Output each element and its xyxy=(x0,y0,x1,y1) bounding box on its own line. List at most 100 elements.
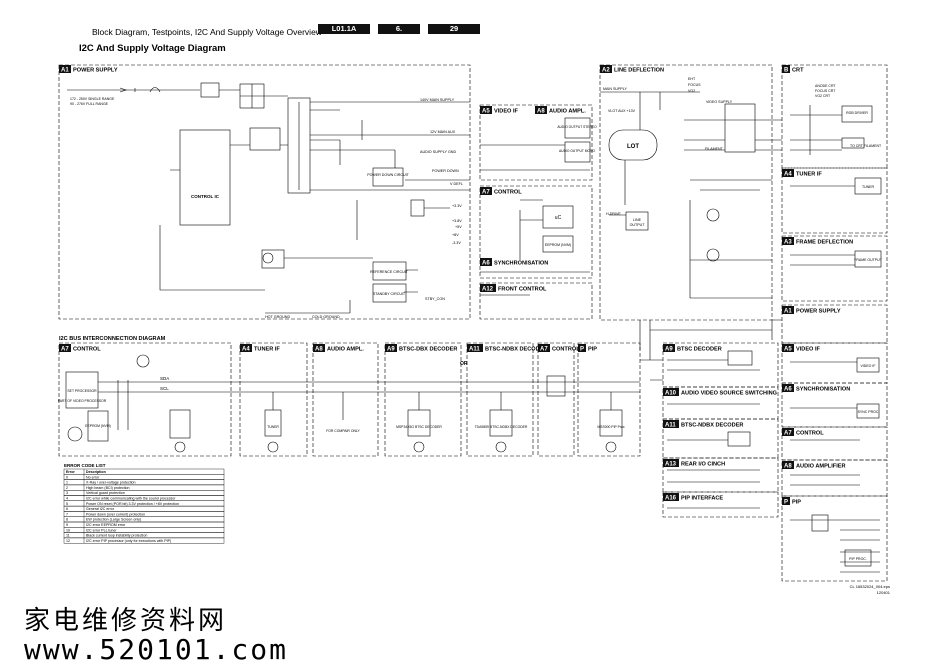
power-supply-tag-text: A1 xyxy=(61,67,69,73)
crt-tag xyxy=(782,65,790,73)
video-if-label: VIDEO IF xyxy=(494,108,519,114)
right-4-label: SYNCHRONISATION xyxy=(796,386,850,392)
front-control-label: FRONT CONTROL xyxy=(498,286,547,292)
i2c-scl: SCL xyxy=(160,386,169,391)
i2c-panel-4-tag xyxy=(467,344,483,352)
ps-block-0: CONTROL IC xyxy=(191,194,220,199)
i2c-panel-4-label: BTSC-NDBX DECODER xyxy=(485,346,547,352)
middle-2-tag-text: A11 xyxy=(665,422,676,428)
frame-front-control xyxy=(479,282,593,320)
middle-1-tag xyxy=(663,388,679,396)
error-table-row xyxy=(63,537,225,544)
frame-pip xyxy=(781,495,888,582)
error-code: 3 xyxy=(66,491,68,495)
right-block-7: PIP PROC. xyxy=(849,557,867,561)
i2c-panel-1-label: TUNER IF xyxy=(254,346,280,352)
ld-filament: FILAMENT xyxy=(705,147,724,151)
rail-10: STBY_CON xyxy=(425,297,445,301)
ld-aux: VLOT AUX +13V xyxy=(608,109,636,113)
ld-hdrive: H-DRIVE xyxy=(606,212,621,216)
right-7-label: PIP xyxy=(792,499,801,505)
right-3-tag xyxy=(782,344,794,352)
i2c-panel-6-label: PIP xyxy=(588,346,597,352)
power-supply-tag xyxy=(59,65,71,73)
error-desc: EW protection (Large Screen only) xyxy=(86,518,141,522)
ps-block-1: POWER DOWN CIRCUIT xyxy=(367,173,409,177)
i2c-chip-0-2: EEPROM (NVM) xyxy=(85,424,110,428)
i2c-panel-1-tag-text: A4 xyxy=(242,346,250,352)
error-desc: X-Ray / over-voltage protection xyxy=(86,481,136,485)
middle-0-tag xyxy=(663,344,675,352)
frame-power-supply-2 xyxy=(781,304,888,344)
ld-focus: FOCUS xyxy=(688,83,701,87)
rail-5: +3.3V xyxy=(452,204,462,208)
right-5-tag xyxy=(782,428,794,436)
right-6-tag xyxy=(782,461,794,469)
error-code: Error xyxy=(66,470,75,474)
error-table-title: ERROR CODE LIST xyxy=(64,463,106,468)
control-label: CONTROL xyxy=(494,189,522,195)
i2c-chip-1-0: TUNER xyxy=(267,425,279,429)
synchronisation-tag xyxy=(480,258,492,266)
power-supply-label: POWER SUPPLY xyxy=(73,67,118,73)
i2c-chip-0-1: PART OF VIDEO PROCESSOR xyxy=(58,399,107,403)
right-5-tag-text: A7 xyxy=(784,430,792,436)
mains-1: 90 - 276V FULL RANGE xyxy=(70,102,109,106)
synchronisation-label: SYNCHRONISATION xyxy=(494,260,548,266)
watermark-line1: 家电维修资料网 xyxy=(24,606,228,636)
audio-stereo: AUDIO OUTPUT STEREO xyxy=(557,125,597,129)
i2c-panel-2-tag xyxy=(313,344,325,352)
middle-0-label: BTSC DECODER xyxy=(677,346,722,352)
footer-date: 120401 xyxy=(877,590,891,595)
error-code: 0 xyxy=(66,475,68,479)
rail-2: AUDIO SUPPLY GND xyxy=(420,150,456,154)
ld-vg2: VG2 xyxy=(688,89,695,93)
i2c-or: OR xyxy=(460,361,468,367)
header-chapter: 6. xyxy=(378,24,420,34)
right-6-label: AUDIO AMPLIFIER xyxy=(796,463,846,469)
front-control-tag-text: A12 xyxy=(482,286,494,292)
rail-8: +8V xyxy=(452,233,459,237)
middle-1-tag-text: A10 xyxy=(665,390,677,396)
middle-4-tag xyxy=(663,493,679,501)
right-6-tag-text: A8 xyxy=(784,463,792,469)
middle-3-label: REAR I/O CINCH xyxy=(681,461,725,467)
rail-0: 140V MAIN SUPPLY xyxy=(420,98,455,102)
control-tag-text: A7 xyxy=(482,189,490,195)
ld-line: LINE xyxy=(633,218,642,222)
audio-ampl-tag xyxy=(535,106,547,114)
right-block-1: FRAME OUTPUT xyxy=(854,258,882,262)
i2c-chip-6-0: MSS000 PIP Proc xyxy=(597,425,625,429)
rail-12: COLD GROUND xyxy=(312,315,340,319)
crt-rgb: RGB DRIVER xyxy=(846,111,868,115)
front-control-tag xyxy=(480,284,496,292)
error-desc: Power down (over current) protection xyxy=(86,512,145,516)
right-1-tag xyxy=(782,237,794,245)
right-7-tag xyxy=(782,497,790,505)
error-desc: I2C error EEPROM error xyxy=(86,523,126,527)
uc-block: uC xyxy=(555,215,562,221)
mains-0: 172 - 250V SINGLE RANGE xyxy=(70,97,115,101)
i2c-panel-0-tag xyxy=(59,344,71,352)
error-desc: Power ON reset (POR bit) 3.3V protection… xyxy=(86,502,179,506)
error-code: 12 xyxy=(66,539,70,543)
middle-2-tag xyxy=(663,420,679,428)
right-1-label: FRAME DEFLECTION xyxy=(796,239,853,245)
rail-11: HOT GROUND xyxy=(265,315,290,319)
error-desc: High beam (BCI) protection xyxy=(86,486,130,490)
frame-control xyxy=(479,185,593,279)
frame-video-if xyxy=(479,104,593,181)
frame-power-supply xyxy=(58,64,471,320)
error-code: 5 xyxy=(66,502,68,506)
error-code: 6 xyxy=(66,507,68,511)
i2c-panel-6-tag-text: P xyxy=(580,346,584,352)
right-block-4: SYNC PROC xyxy=(858,410,879,414)
video-if-tag xyxy=(480,106,492,114)
header-model: L01.1A xyxy=(318,24,370,34)
video-if-tag-text: A5 xyxy=(482,108,490,114)
error-code: 2 xyxy=(66,486,68,490)
ld-output: OUTPUT xyxy=(630,223,646,227)
error-code: 4 xyxy=(66,497,68,501)
